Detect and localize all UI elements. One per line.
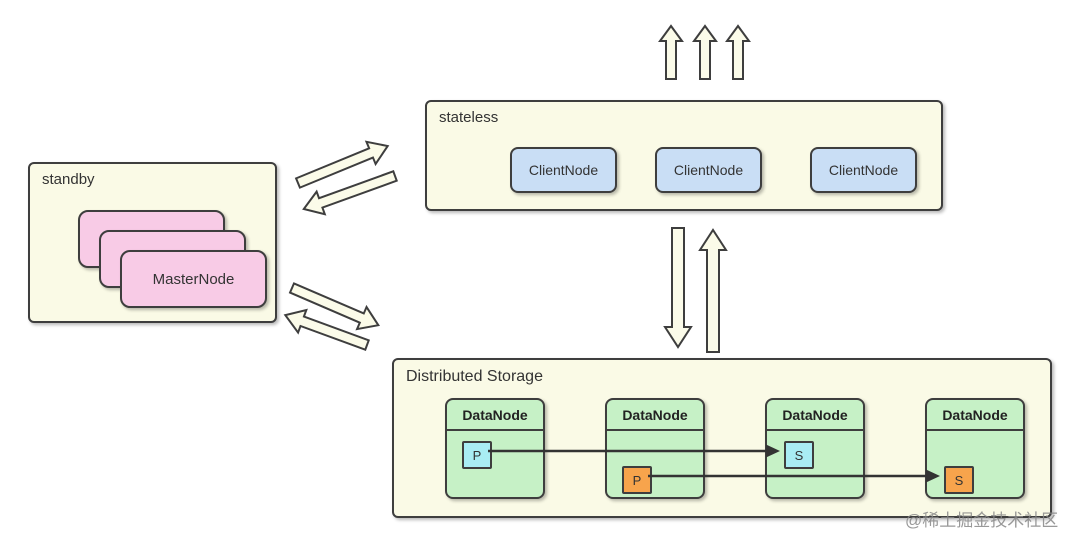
up-arrow-icon bbox=[725, 24, 751, 80]
arrow-stateless-to-storage bbox=[663, 227, 693, 349]
client-node: ClientNode bbox=[510, 147, 617, 193]
secondary-shard-badge: S bbox=[784, 441, 814, 469]
client-node-label: ClientNode bbox=[828, 162, 899, 178]
master-node-label: MasterNode bbox=[152, 270, 235, 288]
standby-group-label: standby bbox=[42, 171, 95, 188]
standby-group: standby MasterNode bbox=[28, 162, 277, 323]
stateless-group: stateless ClientNode ClientNode ClientNo… bbox=[425, 100, 943, 211]
client-node-label: ClientNode bbox=[673, 162, 744, 178]
standby-stateless-arrows bbox=[294, 140, 398, 216]
storage-group-label: Distributed Storage bbox=[406, 368, 543, 385]
arrow-storage-to-standby bbox=[283, 308, 371, 351]
client-node: ClientNode bbox=[655, 147, 762, 193]
standby-storage-arrows bbox=[283, 282, 380, 351]
client-node-label: ClientNode bbox=[528, 162, 599, 178]
master-node: MasterNode bbox=[120, 250, 267, 308]
data-node-title: DataNode bbox=[927, 400, 1023, 431]
stateless-group-label: stateless bbox=[439, 109, 499, 126]
client-outbound-arrows bbox=[658, 24, 751, 80]
data-node: DataNode S bbox=[765, 398, 865, 499]
data-node: DataNode P bbox=[445, 398, 545, 499]
primary-shard-badge: P bbox=[622, 466, 652, 494]
primary-shard-badge: P bbox=[462, 441, 492, 469]
data-node: DataNode P bbox=[605, 398, 705, 499]
data-node-title: DataNode bbox=[767, 400, 863, 431]
up-arrow-icon bbox=[658, 24, 684, 80]
data-node: DataNode S bbox=[925, 398, 1025, 499]
client-node: ClientNode bbox=[810, 147, 917, 193]
data-node-title: DataNode bbox=[447, 400, 543, 431]
data-node-title: DataNode bbox=[607, 400, 703, 431]
secondary-shard-badge: S bbox=[944, 466, 974, 494]
stateless-storage-arrows bbox=[663, 227, 728, 353]
distributed-storage-group: Distributed Storage DataNode P DataNode … bbox=[392, 358, 1052, 518]
arrow-standby-to-storage bbox=[288, 282, 380, 331]
up-arrow-icon bbox=[692, 24, 718, 80]
juejin-watermark: @稀土掘金技术社区 bbox=[905, 511, 1059, 530]
arrow-standby-to-stateless bbox=[294, 140, 390, 189]
arrow-storage-to-stateless bbox=[698, 228, 728, 353]
arrow-stateless-to-standby bbox=[302, 170, 398, 216]
